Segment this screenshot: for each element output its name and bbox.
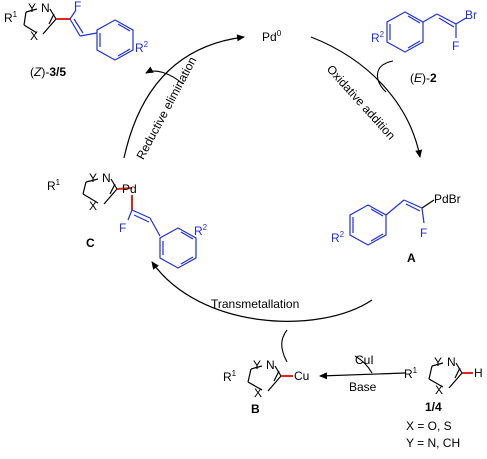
reaction-arrow-cui [319,372,406,380]
product-n-atom: N [41,1,50,15]
product-x-atom: X [30,29,38,43]
intermediate-a-label: A [407,251,416,265]
intermediate-b-label: B [251,402,260,416]
heteroarene-y-atom: Y [434,355,442,369]
intermediate-c-label: C [86,236,95,250]
oxidative-addition-label: Oxidative addition [324,62,398,142]
transmetallation-label: Transmetallation [211,297,299,311]
c-y-atom: Y [89,171,97,185]
a-r-substituent: R2 [331,230,345,245]
reagent-cui: CuI [355,353,374,367]
arc-transmetallation-arrow [151,261,373,322]
e2-f-atom: F [452,39,459,53]
c-r1-substituent: R1 [47,178,61,193]
condition-x-definition: X = O, S [406,419,452,433]
reagent-base: Base [349,380,377,394]
c-r2-substituent: R2 [194,223,208,238]
reductive-elimination-label: Reductive elimination [134,54,200,161]
heteroarene-n-atom: N [447,355,456,369]
product-r1-substituent: R1 [4,10,18,25]
heteroarene-r1-substituent: R1 [404,366,418,381]
product-release-arrow [145,66,184,85]
heteroarene-structure [428,362,463,389]
a-pdbr-group: PdBr [434,192,461,206]
c-pd-heteroaryl-bond [116,187,133,190]
intermediate-c-heterocycle [82,178,118,205]
b-x-atom: X [254,386,262,400]
e2-r-substituent: R2 [371,30,385,45]
product-heterocycle [23,8,57,35]
c-x-atom: X [89,199,97,213]
arc-oxidative-addition-arrow [310,36,423,158]
heteroarene-h-atom: H [474,366,483,380]
a-f-atom: F [420,226,427,240]
product-f-atom: F [74,0,81,13]
cu-species-entry-arrow [281,329,288,363]
product-z35-label: (Z)-3/5 [30,65,66,79]
intermediate-a-structure [349,199,425,246]
intermediate-b-heterocycle [247,365,282,392]
product-styryl [69,9,134,61]
b-y-atom: Y [253,358,261,372]
a-pd-carbon-bond [421,199,435,209]
catalyst-pd0: Pd0 [262,29,282,44]
c-n-atom: N [102,171,111,185]
condition-y-definition: Y = N, CH [406,436,460,450]
b-r1-substituent: R1 [223,369,237,384]
compound-e2-label: (E)-2 [410,71,437,85]
b-n-atom: N [266,358,275,372]
product-y-atom: Y [28,1,36,15]
compound-14-label: 1/4 [425,400,442,414]
product-r2-substituent: R2 [135,40,149,55]
substrate-entry-arrow [376,60,394,93]
c-f-atom: F [119,221,126,235]
cui-feed-arrow [354,355,373,374]
intermediate-c-styryl [127,209,197,269]
compound-e2-structure [386,11,467,53]
heteroarene-x-atom: X [435,383,443,397]
b-cu-atom: Cu [294,369,309,383]
c-pd-atom: Pd [122,182,137,196]
e2-br-atom: Br [465,8,477,22]
